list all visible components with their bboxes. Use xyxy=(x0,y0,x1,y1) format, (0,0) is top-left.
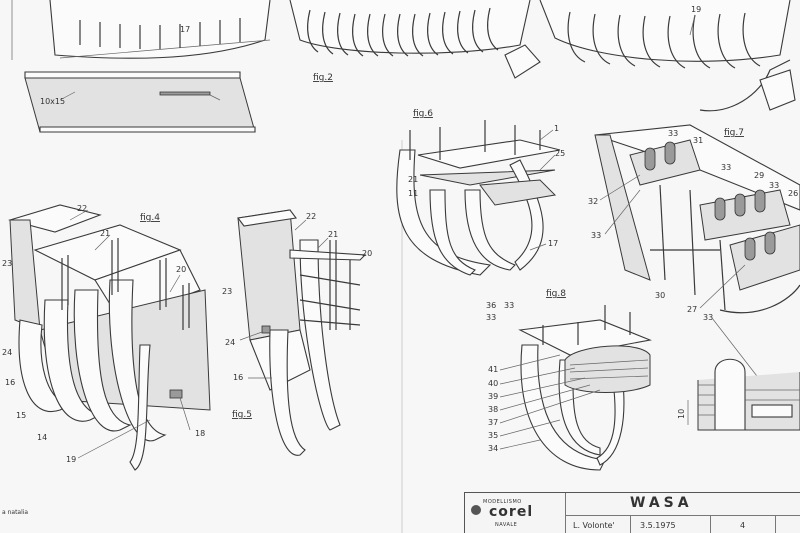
fig6-caption: fig.6 xyxy=(413,109,433,119)
fig7-label-33d: 33 xyxy=(591,231,601,240)
fig5-caption: fig.5 xyxy=(232,410,252,420)
fig8-label-33a: 33 xyxy=(504,301,514,310)
fig7-label-30: 30 xyxy=(655,291,665,300)
title-block: MODELLISMO corel NAVALE WASA L. Volonte'… xyxy=(464,492,800,533)
fig5-label-22: 22 xyxy=(306,212,316,221)
fig7-label-26: 26 xyxy=(788,189,798,198)
fig7-label-33b: 33 xyxy=(721,163,731,172)
figure-8: fig.8 36 33 33 41 40 39 38 37 35 34 xyxy=(486,289,652,471)
fig7-label-32: 32 xyxy=(588,197,598,206)
figure-1: 17 10x15 xyxy=(24,0,271,133)
brand-line-2: NAVALE xyxy=(495,522,518,528)
fig6-label-25: 25 xyxy=(555,149,565,158)
fig7-caption: fig.7 xyxy=(724,128,744,138)
brand-logo-icon xyxy=(471,505,481,515)
fig4-label-18: 18 xyxy=(195,429,205,438)
fig1-label-10x15: 10x15 xyxy=(40,97,65,106)
fig7-label-31: 31 xyxy=(693,136,703,145)
drawn-by: L. Volonte' xyxy=(573,521,615,530)
fig7-label-33a: 33 xyxy=(668,129,678,138)
figure-2: fig.2 xyxy=(289,0,541,83)
fig8-label-39: 39 xyxy=(488,392,498,401)
fig4-label-20: 20 xyxy=(176,265,186,274)
brand-name: corel xyxy=(489,504,534,520)
fig4-caption: fig.4 xyxy=(140,213,160,223)
fig4-label-21: 21 xyxy=(100,229,110,238)
footer-note: a natalia xyxy=(2,509,28,516)
figure-7: fig.7 33 31 33 29 33 26 32 33 30 27 33 xyxy=(588,124,800,381)
fig8-label-41: 41 xyxy=(488,365,498,374)
fig9-label-10: 10 xyxy=(677,409,686,419)
fig8-label-33b: 33 xyxy=(486,313,496,322)
fig4-label-15: 15 xyxy=(16,411,26,420)
fig7-label-33e: 33 xyxy=(703,313,713,322)
sheet-number: 4 xyxy=(740,521,746,530)
fig4-label-24: 24 xyxy=(2,348,12,357)
figure-9: 10 xyxy=(677,358,800,431)
fig8-caption: fig.8 xyxy=(546,289,566,299)
figure-4: fig.4 22 21 20 23 24 16 15 14 19 18 xyxy=(2,204,211,471)
fig8-label-36: 36 xyxy=(486,301,496,310)
drawing-date: 3.5.1975 xyxy=(640,521,676,530)
figure-5: fig.5 22 21 20 23 24 16 xyxy=(222,209,372,456)
fig7-label-29: 29 xyxy=(754,171,764,180)
fig5-label-21: 21 xyxy=(328,230,338,239)
figure-3: 19 xyxy=(539,0,796,112)
fig5-label-23: 23 xyxy=(222,287,232,296)
fig6-label-1: 1 xyxy=(554,124,559,133)
fig8-label-34: 34 xyxy=(488,444,498,453)
fig4-label-16: 16 xyxy=(5,378,15,387)
fig8-label-40: 40 xyxy=(488,379,498,388)
fig6-label-11: 11 xyxy=(408,189,418,198)
brand-line-1: MODELLISMO xyxy=(483,499,522,505)
fig4-label-23: 23 xyxy=(2,259,12,268)
fig3-label-19: 19 xyxy=(691,5,701,14)
ship-name: WASA xyxy=(630,495,693,511)
fig8-label-38: 38 xyxy=(488,405,498,414)
fig7-label-27: 27 xyxy=(687,305,697,314)
figure-6: fig.6 1 25 21 11 17 xyxy=(396,109,565,276)
fig5-label-24: 24 xyxy=(225,338,235,347)
fig2-caption: fig.2 xyxy=(313,73,333,83)
fig8-label-37: 37 xyxy=(488,418,498,427)
fig8-label-35: 35 xyxy=(488,431,498,440)
fig6-label-21: 21 xyxy=(408,175,418,184)
fig4-label-14: 14 xyxy=(37,433,47,442)
fig1-label-17: 17 xyxy=(180,25,190,34)
fig7-label-33c: 33 xyxy=(769,181,779,190)
fig4-label-22: 22 xyxy=(77,204,87,213)
fig6-label-17: 17 xyxy=(548,239,558,248)
fig4-label-19: 19 xyxy=(66,455,76,464)
fig5-label-16: 16 xyxy=(233,373,243,382)
fig5-label-20: 20 xyxy=(362,249,372,258)
